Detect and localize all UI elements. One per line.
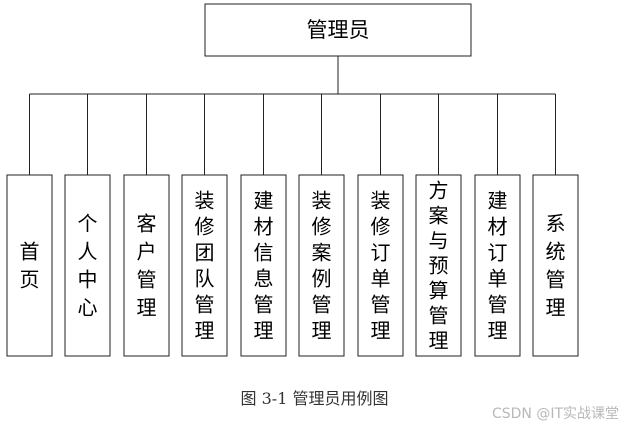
child-node: 系统管理 <box>532 174 579 357</box>
child-node: 建材订单管理 <box>474 174 521 357</box>
child-node-label: 装修订单管理 <box>371 189 391 343</box>
child-node-label: 系统管理 <box>546 212 566 320</box>
child-node-box <box>474 174 521 357</box>
child-node-box <box>357 174 404 357</box>
watermark: CSDN @IT实战课堂 <box>491 406 619 422</box>
child-node-box <box>6 174 53 357</box>
connector-lines <box>29 56 556 175</box>
child-node-label: 个人中心 <box>78 212 98 320</box>
child-node-box <box>64 174 111 357</box>
figure-caption: 图 3-1 管理员用例图 <box>240 389 389 408</box>
root-node-administrator: 管理员 <box>204 3 472 57</box>
child-node-label: 方案与预算管理 <box>429 179 449 353</box>
root-node-label: 管理员 <box>307 18 370 42</box>
child-node-label: 建材信息管理 <box>254 189 274 343</box>
child-node-box <box>532 174 579 357</box>
child-node-label: 客户管理 <box>137 212 157 320</box>
child-node: 首页 <box>6 174 53 357</box>
child-node-box <box>415 174 462 357</box>
child-node-label: 装修案例管理 <box>312 189 332 343</box>
child-node-label: 首页 <box>20 240 40 292</box>
child-node: 装修订单管理 <box>357 174 404 357</box>
child-node-label: 装修团队管理 <box>195 189 215 343</box>
child-node-box <box>298 174 345 357</box>
child-node: 客户管理 <box>123 174 170 357</box>
child-node: 装修团队管理 <box>181 174 228 357</box>
child-node-box <box>181 174 228 357</box>
child-node: 方案与预算管理 <box>415 174 462 357</box>
child-node-label: 建材订单管理 <box>488 189 508 343</box>
child-node: 建材信息管理 <box>240 174 287 357</box>
child-node-box <box>123 174 170 357</box>
child-node: 个人中心 <box>64 174 111 357</box>
child-node: 装修案例管理 <box>298 174 345 357</box>
child-node-box <box>240 174 287 357</box>
child-nodes: 首页 个人中心 客户管理 装修团队管理 建材信息管理 装修案例管理 装修订单管理 方案与预算管… <box>6 174 579 357</box>
